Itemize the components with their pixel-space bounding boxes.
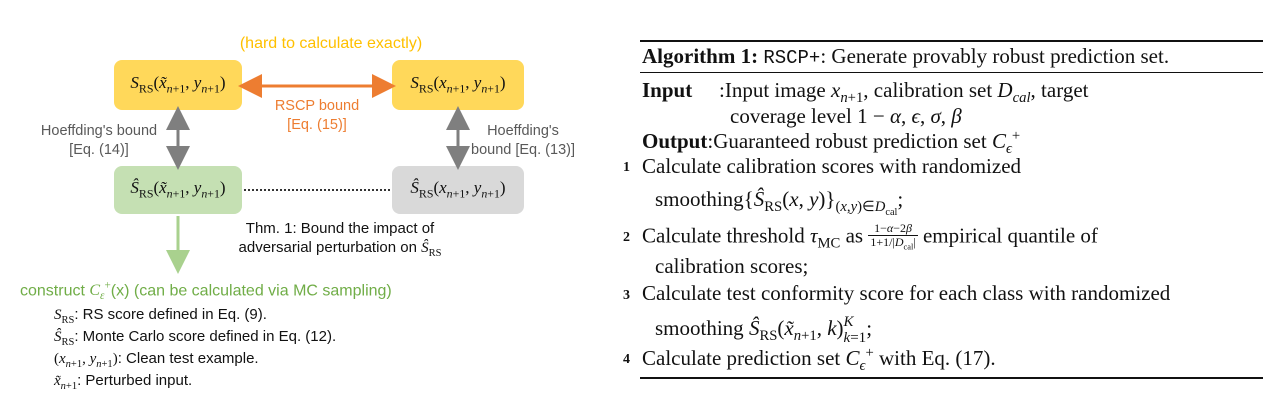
- algorithm-input: Input :Input image xn+1, calibration set…: [642, 78, 1089, 107]
- legend-shat: ŜRS: Monte Carlo score defined in Eq. (1…: [54, 328, 337, 348]
- algorithm-input-cont: coverage level 1 − α, ϵ, σ, β: [730, 104, 962, 128]
- box-srs-perturbed: SRS(x̃n+1, yn+1): [114, 60, 242, 110]
- box-shat-perturbed: ŜRS(x̃n+1, yn+1): [114, 166, 242, 214]
- hoeffding-right-label: Hoeffding's bound [Eq. (13)]: [471, 123, 575, 158]
- box-shat-clean: ŜRS(xn+1, yn+1): [392, 166, 524, 214]
- step-1-line2: smoothing{ŜRS(x, y)}(x,y)∈Dcal;: [655, 187, 904, 219]
- step-4-line1: Calculate prediction set Cϵ+ with Eq. (1…: [642, 345, 996, 375]
- step-2-number: 2: [623, 230, 630, 245]
- hoeffding-left-label: Hoeffding's bound [Eq. (14)]: [40, 123, 158, 158]
- construct-label: construct Cε+(x) (can be calculated via …: [20, 280, 392, 303]
- algorithm-output: Output:Guaranteed robust prediction set …: [642, 128, 1021, 158]
- legend-clean: (xn+1, yn+1): Clean test example.: [54, 350, 259, 370]
- step-3-number: 3: [623, 288, 630, 303]
- legend-perturbed: x̃n+1: Perturbed input.: [54, 372, 193, 392]
- legend-srs: SRS: RS score defined in Eq. (9).: [54, 306, 267, 326]
- algorithm-title-rule: [640, 72, 1263, 73]
- step-3-line1: Calculate test conformity score for each…: [642, 281, 1171, 305]
- thm1-label: Thm. 1: Bound the impact of adversarial …: [238, 220, 442, 259]
- box-srs-clean: SRS(xn+1, yn+1): [392, 60, 524, 110]
- step-1-number: 1: [623, 160, 630, 175]
- algorithm-top-rule: [640, 40, 1263, 42]
- hard-to-calculate-note: (hard to calculate exactly): [239, 35, 423, 52]
- rscp-bound-label: RSCP bound [Eq. (15)]: [274, 98, 360, 133]
- step-2-line2: calibration scores;: [655, 254, 809, 278]
- step-4-number: 4: [623, 352, 630, 367]
- diagram-arrows: [166, 74, 470, 274]
- algorithm-bottom-rule: [640, 377, 1263, 379]
- algorithm-title: Algorithm 1: RSCP+: Generate provably ro…: [642, 44, 1170, 69]
- step-1-line1: Calculate calibration scores with random…: [642, 154, 1022, 178]
